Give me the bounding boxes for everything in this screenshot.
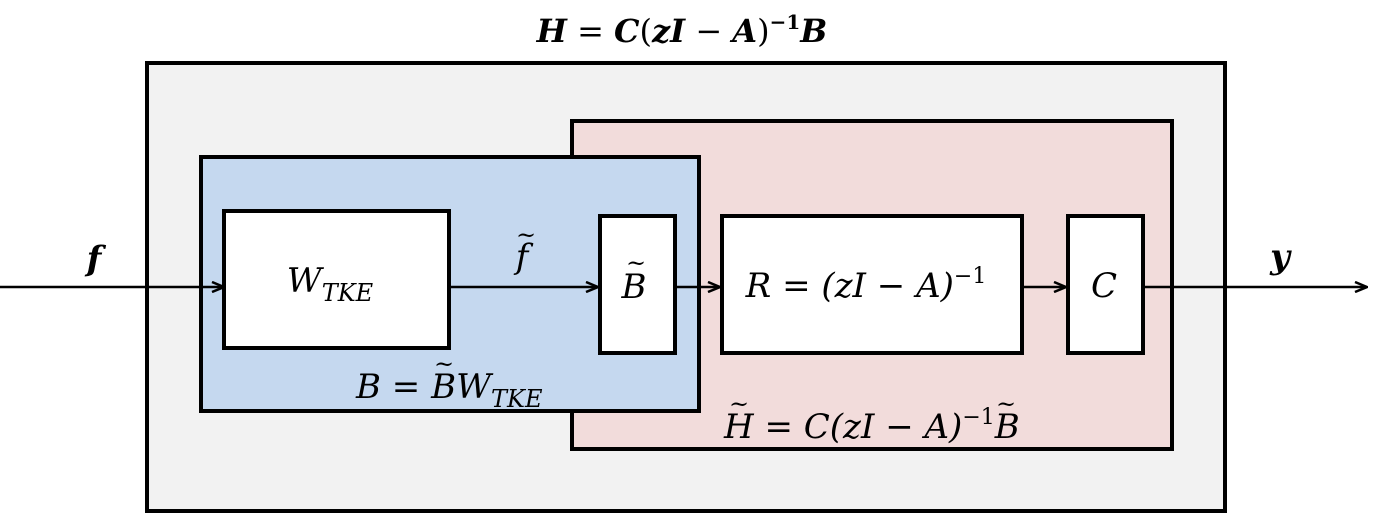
b-tilde-label: B ~ [621,249,647,307]
svg-text:B: B [621,267,647,307]
svg-text:H = C(zI − A)−1B: H = C(zI − A)−1B [723,405,1020,447]
r-box [720,214,1024,355]
c-box [1066,214,1145,355]
svg-text:~: ~ [434,350,454,378]
c-block-label: C [1091,266,1117,306]
input-signal-label: f [85,239,107,279]
w-tke-label: WTKE [287,261,374,307]
b-tilde-box [598,214,677,355]
w-tke-box [222,209,451,350]
svg-text:~: ~ [626,249,646,277]
b-relation-label: B = BWTKE ~ [355,350,543,413]
svg-text:~: ~ [729,390,749,418]
svg-text:~: ~ [516,221,536,249]
h-tilde-relation-label: H = C(zI − A)−1B ~ ~ [723,390,1020,447]
svg-text:~: ~ [996,390,1016,418]
overall-transfer-function: H = C(zI − A)−1B [536,10,828,50]
r-block-label: R = (zI − A)−1 [745,264,987,306]
svg-text:B = BWTKE: B = BWTKE [355,367,543,413]
output-signal-label: y [1269,237,1292,277]
